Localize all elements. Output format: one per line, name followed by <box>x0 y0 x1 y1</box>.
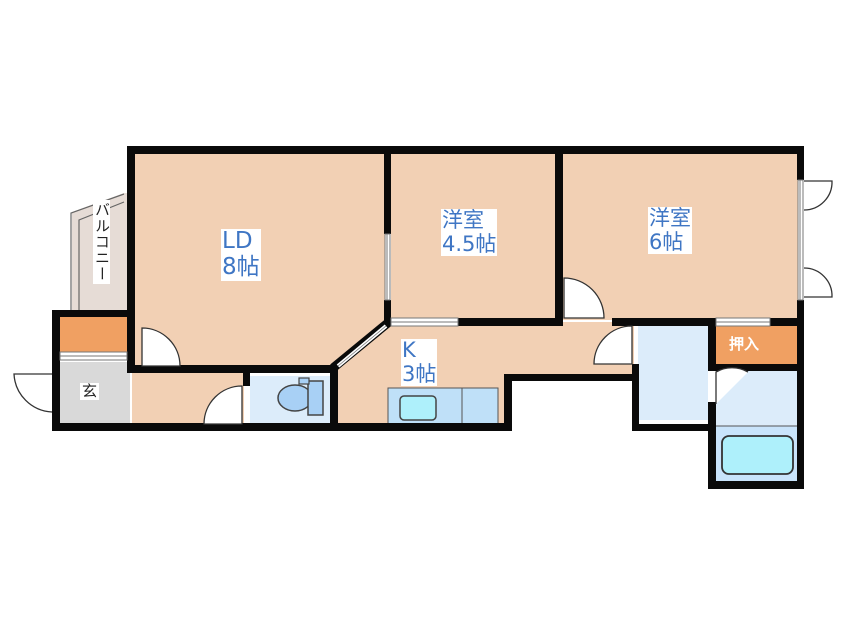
room-size-kitchen: 3帖 <box>402 361 437 386</box>
sliding-doors <box>59 179 804 361</box>
closet-fill <box>716 326 799 364</box>
room-name-western-6: 洋室 <box>649 206 691 230</box>
toilet-icon <box>277 377 324 416</box>
diagonal-window <box>330 318 392 372</box>
room-label-kitchen: K 3帖 <box>401 338 438 387</box>
kitchen-counter <box>387 387 499 425</box>
room-label-western-4-5: 洋室 4.5帖 <box>441 208 498 257</box>
room-label-ld: LD 8帖 <box>221 228 261 281</box>
room-name-western-4-5: 洋室 <box>442 208 484 232</box>
walls <box>52 146 804 489</box>
storage-balcony-fill <box>60 316 127 358</box>
room-name-kitchen: K <box>402 338 416 362</box>
room-size-ld: 8帖 <box>222 253 260 280</box>
room-size-western-4-5: 4.5帖 <box>442 231 497 256</box>
washroom-fill <box>638 326 708 420</box>
room-size-western-6: 6帖 <box>649 229 684 254</box>
bathtub-icon <box>721 435 794 475</box>
swing-doors <box>13 180 833 425</box>
balcony-label: バルコニー <box>93 200 111 284</box>
closet-label: 押入 <box>729 335 760 353</box>
room-name-ld: LD <box>222 228 253 254</box>
entrance-label: 玄 <box>80 382 100 400</box>
sink-icon <box>399 395 437 421</box>
room-label-western-6: 洋室 6帖 <box>648 206 692 255</box>
